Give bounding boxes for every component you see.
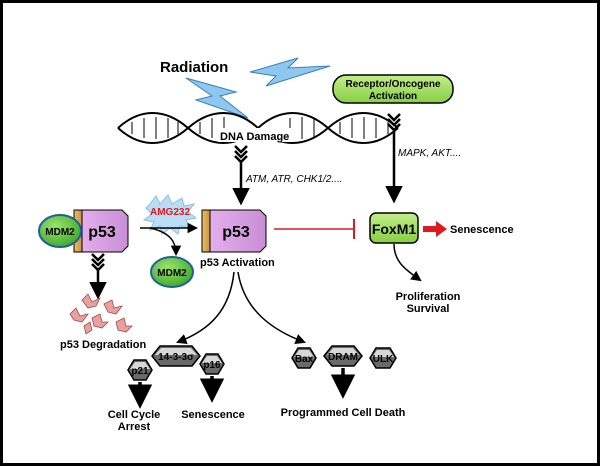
dna-damage-label: DNA Damage: [220, 131, 289, 143]
foxm1-box: [369, 212, 419, 244]
bax-label: Bax: [295, 354, 314, 365]
arrow-to-cell-cycle: [176, 271, 235, 344]
amg232-label: AMG232: [150, 207, 190, 218]
survival-label: Survival: [407, 303, 450, 315]
receptor-oncogene-box: [332, 74, 454, 104]
dram-hexagon: DRAM: [323, 345, 363, 367]
proliferation-label: Proliferation: [396, 291, 461, 303]
chevron-arrow-degradation: [91, 253, 105, 272]
p53-activation-label: p53 Activation: [200, 257, 275, 269]
radiation-label: Radiation: [160, 59, 228, 76]
mapk-akt-label: MAPK, AKT....: [398, 148, 461, 159]
bax-hexagon: Bax: [291, 347, 317, 369]
foxm1-label: FoxM1: [372, 221, 417, 237]
arrow-to-apoptosis: [237, 271, 306, 344]
mdm2-oval: [38, 214, 82, 248]
lightning-bolt-icon: [185, 77, 249, 119]
ulk-label: ULK: [373, 354, 394, 365]
protein-1433-hexagon: 14-3-3σ: [151, 345, 201, 367]
receptor-oncogene-label: Receptor/Oncogene: [345, 79, 440, 90]
cell-cycle-label: Cell Cycle: [108, 409, 161, 421]
p21-hexagon: p21: [127, 359, 153, 381]
programmed-cell-death-label: Programmed Cell Death: [281, 407, 406, 419]
receptor-activation-label: Activation: [369, 91, 417, 102]
lightning-bolt-icon: [249, 57, 331, 87]
mdm2-free-oval: [150, 256, 194, 288]
atm-atr-label: ATM, ATR, CHK1/2....: [245, 174, 343, 185]
ulk-hexagon: ULK: [369, 347, 397, 369]
p53-active: p53: [201, 209, 267, 253]
mdm2-label: MDM2: [45, 227, 75, 238]
protein-1433-label: 14-3-3σ: [158, 352, 194, 363]
mdm2-free-label: MDM2: [157, 268, 187, 279]
dram-label: DRAM: [328, 352, 358, 363]
chevron-arrow-dna: [234, 145, 248, 164]
p53-fragments-icon: [69, 293, 133, 335]
senescence-red-arrow: [423, 221, 447, 237]
senescence-bottom-label: Senescence: [181, 409, 245, 421]
p21-label: p21: [131, 366, 149, 377]
arrow-to-proliferation: [393, 243, 422, 282]
arrest-label: Arrest: [118, 421, 151, 433]
p53-label: p53: [88, 224, 116, 241]
mdm2-p53-complex: p53 MDM2: [38, 209, 129, 253]
p53-active-label: p53: [222, 224, 250, 241]
arrow-release-mdm2: [149, 227, 182, 257]
senescence-right-label: Senescence: [450, 224, 514, 236]
p16-label: p16: [203, 360, 221, 371]
p16-hexagon: p16: [199, 353, 225, 375]
p53-degradation-label: p53 Degradation: [60, 339, 146, 351]
